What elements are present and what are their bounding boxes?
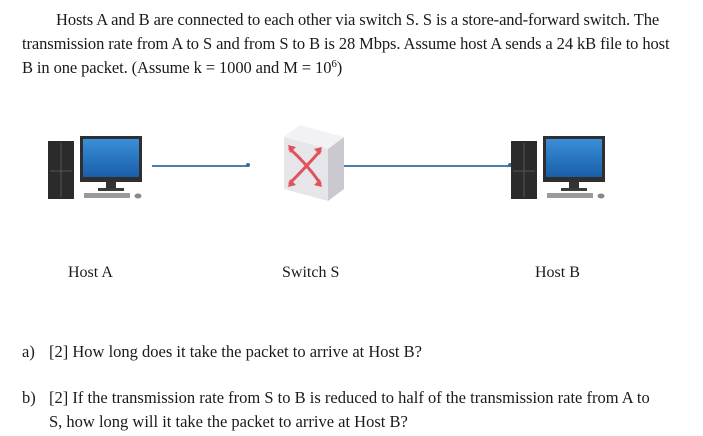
question-text: [2] How long does it take the packet to … (49, 342, 422, 361)
host-b-label: Host B (535, 264, 580, 281)
question-b: b) [2] If the transmission rate from S t… (22, 386, 662, 434)
closing-paren: ) (336, 58, 343, 77)
link-a-to-s (152, 163, 250, 167)
link-endpoint (508, 163, 512, 167)
exponent-power: 6 (331, 58, 337, 70)
switch-s-label: Switch S (282, 264, 340, 281)
network-diagram (0, 115, 703, 215)
question-number: b) (22, 388, 36, 407)
link-s-to-b (344, 163, 512, 167)
exponent-base: 10 (315, 58, 332, 77)
link-endpoint (246, 163, 250, 167)
host-b-computer-icon (511, 136, 605, 199)
host-a-label: Host A (68, 264, 113, 281)
problem-statement: Hosts A and B are connected to each othe… (22, 8, 682, 80)
host-a-computer-icon (48, 136, 142, 199)
intro-text: Hosts A and B are connected to each othe… (22, 10, 670, 77)
question-number: a) (22, 342, 35, 361)
question-text: [2] If the transmission rate from S to B… (49, 388, 650, 431)
switch-s-icon (284, 125, 344, 201)
question-a: a) [2] How long does it take the packet … (22, 340, 682, 364)
